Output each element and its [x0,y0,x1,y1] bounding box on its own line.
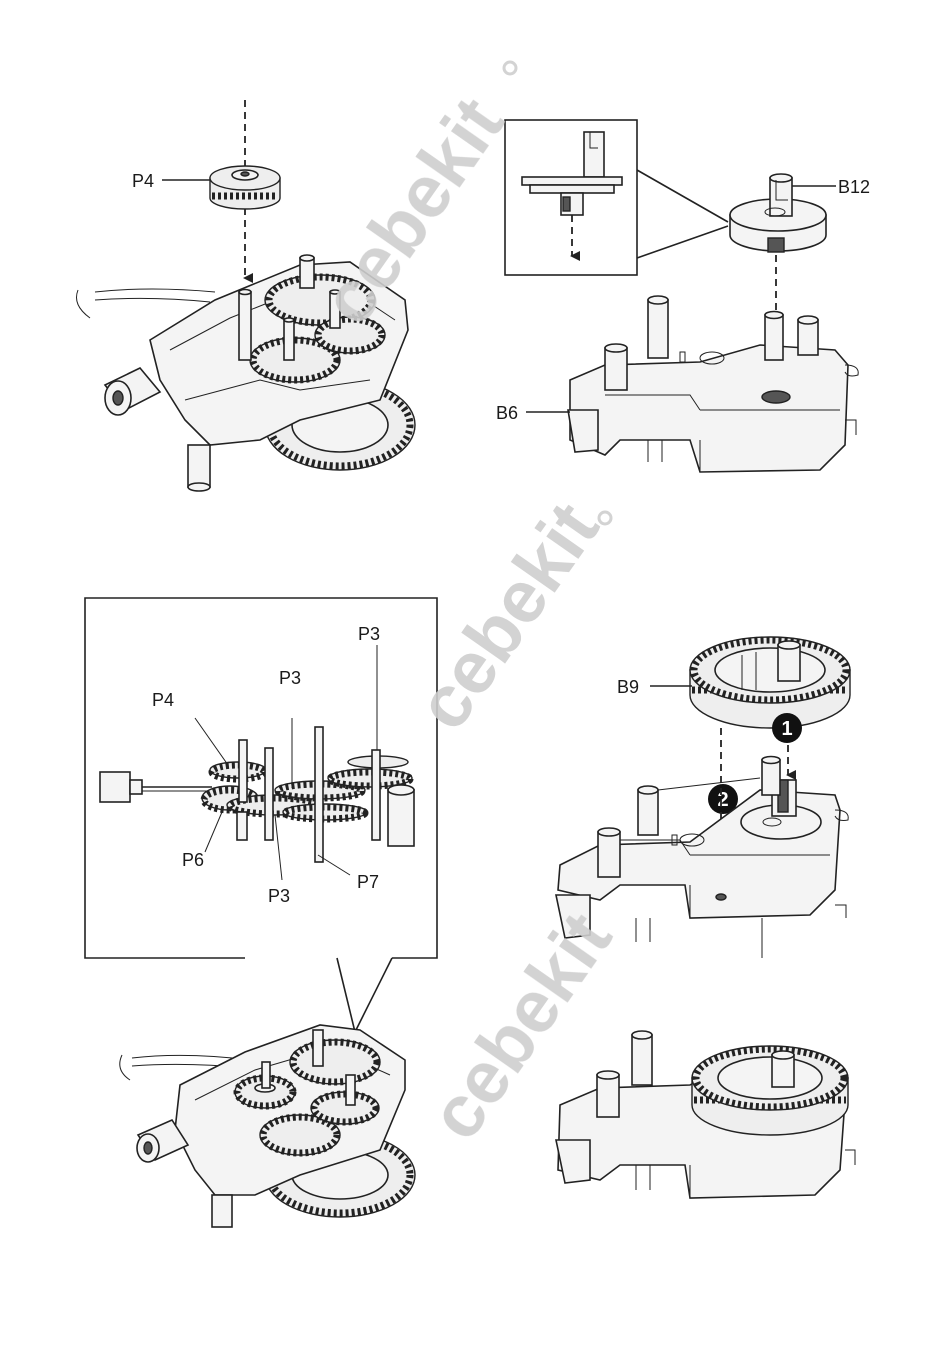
svg-text:2: 2 [717,789,728,811]
panel-bottom-left: P3 P3 P4 P6 P3 P7 [85,598,437,1227]
label-p4: P4 [132,171,154,191]
label-p4-detail: P4 [152,690,174,710]
panel-top-right: B12 B6 [496,120,870,472]
watermark-dot-1 [504,62,516,74]
label-p3-top: P3 [358,624,380,644]
callout-line-left [337,958,355,1032]
watermark-text-1: cebekit [305,83,519,340]
label-p3-bottom: P3 [268,886,290,906]
assembled-result [556,1031,855,1198]
callout-line-a [637,170,728,222]
label-b9: B9 [617,677,639,697]
motor-pinion [100,772,212,802]
panel-bottom-right: B9 1 2 [556,637,855,1198]
label-b6: B6 [496,403,518,423]
part-b6-housing [568,296,858,472]
wire [95,289,215,292]
svg-text:1: 1 [781,718,792,740]
watermark-text-2: cebekit [400,488,614,745]
label-p7: P7 [357,872,379,892]
watermark-dot-2 [599,512,611,524]
step-badge-1: 1 [772,713,802,743]
callout-line-b [637,226,728,258]
label-b12: B12 [838,177,870,197]
part-b9 [690,637,850,728]
label-p6: P6 [182,850,204,870]
b9-pin-guide [658,778,760,790]
callout-line-right [355,958,392,1032]
gear-p4-part [210,166,280,209]
label-p3-mid: P3 [279,668,301,688]
